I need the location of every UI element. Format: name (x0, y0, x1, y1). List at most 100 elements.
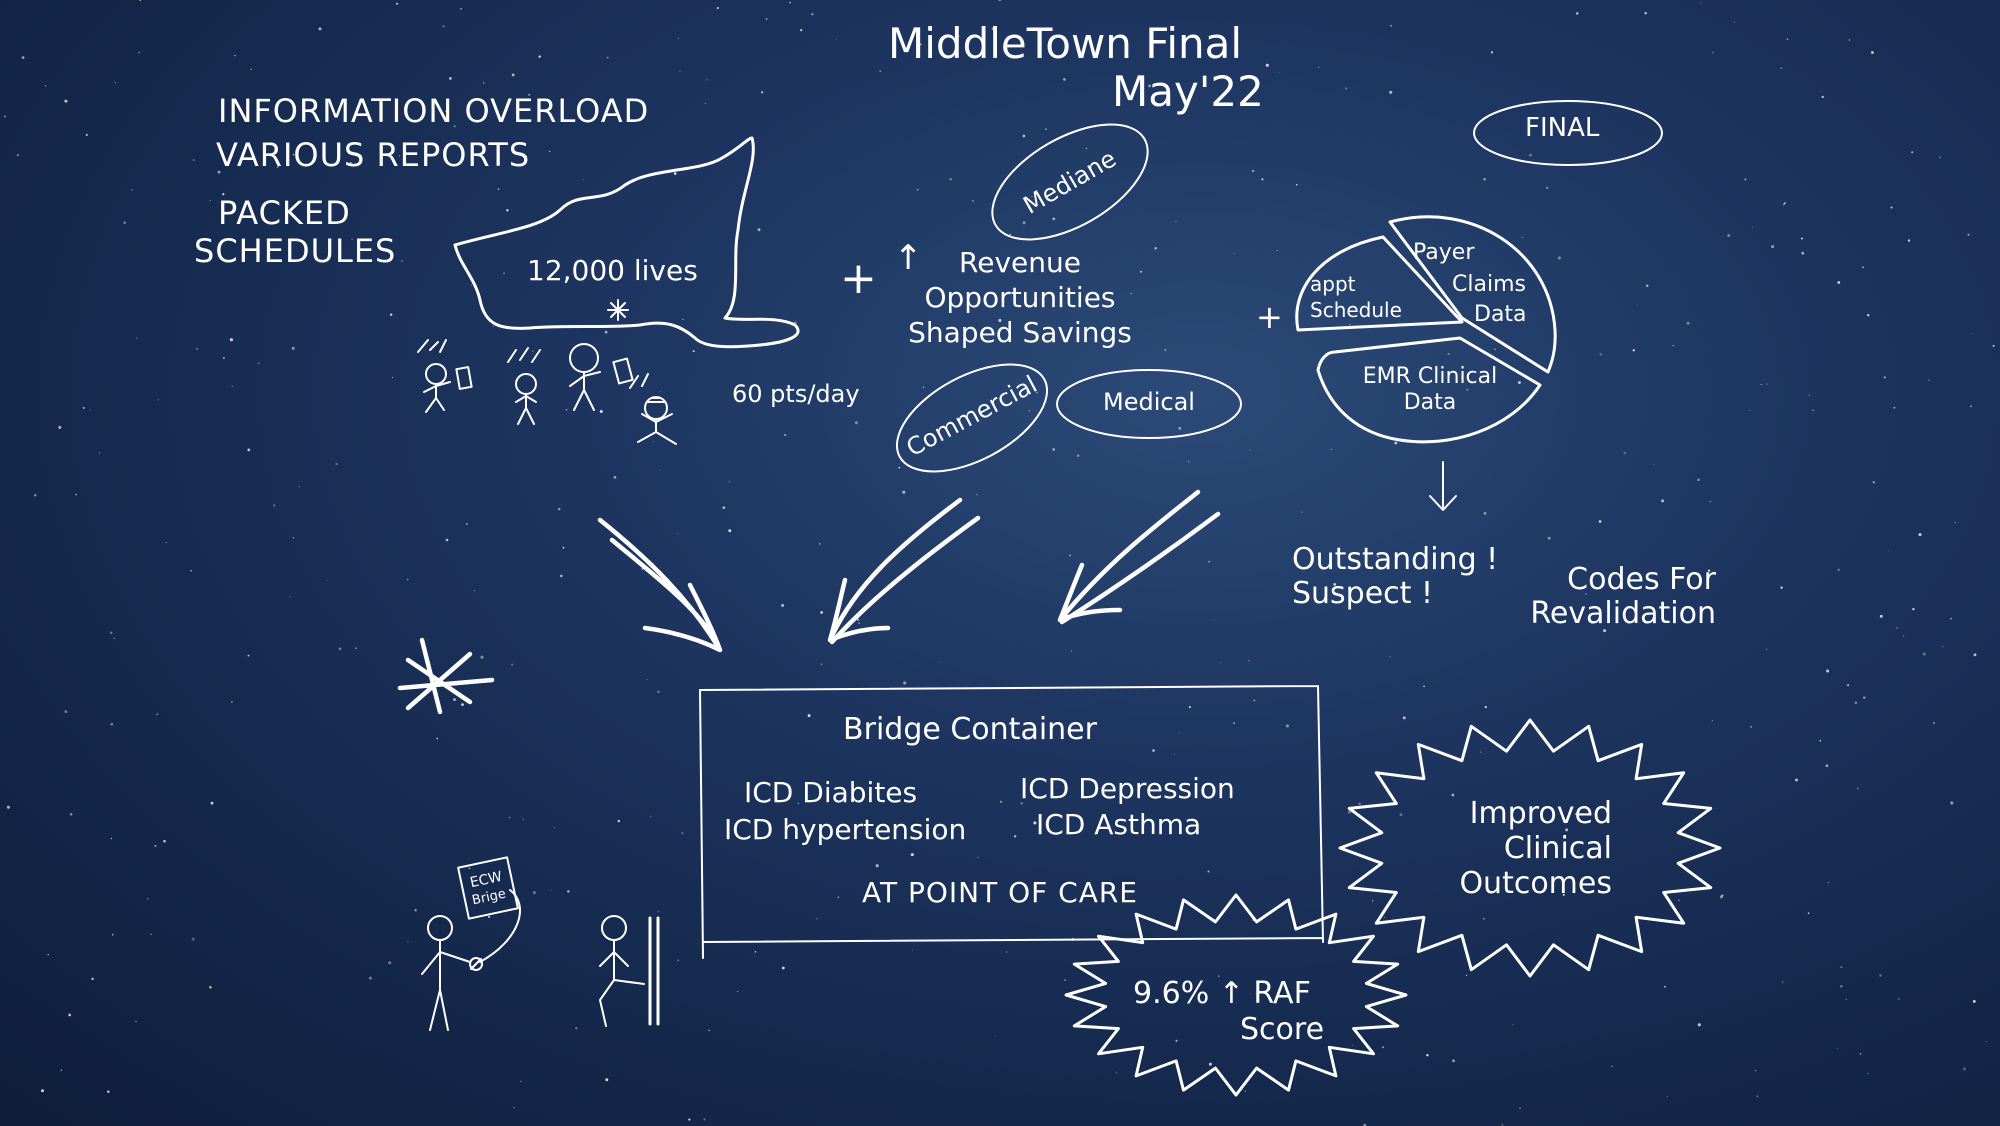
revalidation-label: Revalidation (1530, 596, 1716, 631)
star-dot (1954, 522, 1956, 524)
star-dot (109, 631, 113, 635)
star-dot (617, 819, 620, 823)
star-dot (856, 618, 860, 621)
star-dot (272, 504, 276, 507)
star-dot (1052, 217, 1056, 221)
star-dot (1154, 247, 1157, 250)
star-dot (1888, 550, 1890, 552)
star-dot (716, 6, 719, 10)
star-dot (1484, 705, 1487, 709)
star-dot (1698, 582, 1701, 586)
star-dot (1962, 1067, 1966, 1071)
star-dot (549, 150, 551, 153)
icd-asthma: ICD Asthma (1036, 808, 1202, 841)
star-dot (1187, 461, 1190, 463)
star-dot (1898, 998, 1900, 1000)
star-dot (958, 35, 961, 37)
star-dot (1584, 593, 1587, 595)
star-dot (1862, 266, 1864, 269)
star-dot (1480, 751, 1482, 753)
star-dot (559, 574, 563, 578)
star-dot (110, 837, 113, 840)
star-dot (511, 663, 514, 666)
star-dot (135, 1020, 137, 1023)
star-dot (991, 27, 995, 31)
star-dot (1085, 147, 1088, 150)
star-dot (760, 91, 764, 94)
pie-payer-label: Payer (1413, 240, 1475, 265)
star-dot (191, 937, 195, 941)
codes-for-label: Codes For (1567, 562, 1716, 597)
icd-depression: ICD Depression (1020, 772, 1235, 805)
star-dot (1233, 252, 1235, 254)
pie-data-label: Data (1474, 302, 1527, 327)
star-dot (1562, 893, 1565, 896)
star-dot (922, 386, 925, 388)
star-dot (1022, 134, 1026, 138)
star-dot (722, 506, 726, 510)
star-dot (1557, 256, 1561, 260)
star-dot (1164, 348, 1167, 351)
point-of-care-label: AT POINT OF CARE (861, 876, 1138, 909)
star-dot (349, 161, 352, 165)
star-dot (1251, 169, 1255, 173)
star-dot (1233, 722, 1235, 725)
star-dot (949, 178, 952, 181)
star-dot (1801, 251, 1805, 255)
final-tag-outline (1473, 100, 1663, 166)
star-dot (1148, 84, 1151, 88)
star-dot (1020, 802, 1023, 805)
star-dot (111, 933, 114, 936)
star-dot (229, 338, 233, 342)
outcomes-starburst (1338, 718, 1722, 978)
star-dot (1382, 1046, 1384, 1049)
star-dot (538, 55, 541, 58)
star-dot (1402, 716, 1406, 720)
star-dot (41, 1089, 44, 1093)
star-dot (728, 480, 731, 483)
star-dot (1727, 234, 1731, 237)
star-dot (442, 25, 445, 28)
star-dot (1760, 383, 1762, 385)
star-dot (1276, 250, 1278, 252)
star-dot (754, 950, 757, 953)
star-dot (16, 153, 20, 157)
star-dot (232, 155, 234, 157)
star-dot (1483, 178, 1486, 181)
star-dot (1494, 348, 1496, 351)
star-dot (1318, 66, 1320, 68)
star-dot (736, 990, 739, 993)
star-dot (837, 896, 840, 898)
star-dot (682, 318, 684, 320)
star-dot (407, 940, 409, 943)
star-dot (511, 73, 515, 77)
star-dot (1248, 660, 1250, 662)
star-dot (1780, 586, 1783, 589)
star-dot (1837, 568, 1840, 572)
star-dot (1423, 685, 1425, 688)
star-dot (192, 159, 195, 162)
star-dot (1512, 1024, 1514, 1026)
star-dot (1782, 981, 1784, 983)
star-dot (1482, 917, 1485, 920)
star-dot (473, 590, 475, 592)
stressed-staff-figures (417, 339, 677, 445)
star-dot (338, 647, 342, 651)
star-dot (1130, 292, 1132, 295)
pie-claims-label: Claims (1452, 272, 1526, 297)
star-dot (1490, 51, 1493, 54)
star-dot (1109, 796, 1111, 798)
star-dot (436, 737, 439, 740)
star-dot (1854, 701, 1858, 705)
star-dot (390, 313, 393, 316)
star-dot (64, 710, 68, 714)
star-dot (919, 43, 922, 46)
star-dot (414, 909, 417, 912)
star-dot (1672, 345, 1674, 347)
star-dot (800, 29, 803, 32)
star-dot (492, 325, 495, 327)
star-dot (1771, 245, 1775, 249)
star-dot (854, 421, 858, 425)
star-dot (807, 714, 811, 718)
star-dot (1521, 236, 1523, 238)
